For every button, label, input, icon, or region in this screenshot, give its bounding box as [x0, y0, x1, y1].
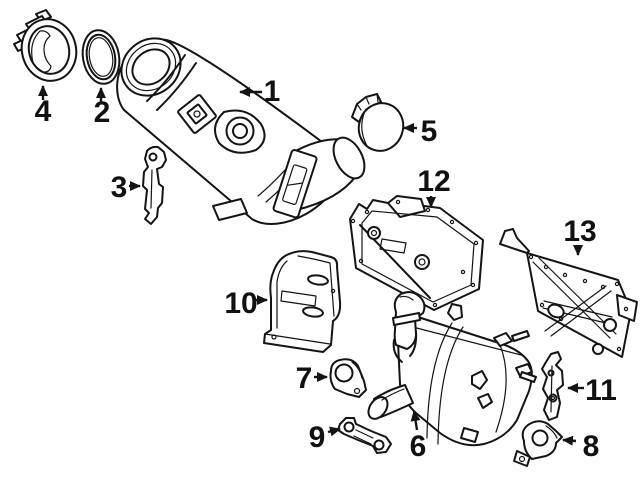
part-9-bracket-drawing — [337, 417, 392, 454]
part-3-bracket-drawing — [142, 145, 167, 225]
callout-3: 3 — [111, 171, 141, 204]
callout-4: 4 — [35, 85, 52, 128]
part-7-hanger-drawing — [329, 358, 367, 398]
part-2-gasket-drawing — [81, 29, 121, 85]
callout-9: 9 — [309, 421, 341, 454]
callout-5-number: 5 — [421, 115, 438, 148]
callout-8-number: 8 — [583, 430, 600, 463]
part-6-muffler-drawing — [367, 291, 537, 447]
callout-12: 12 — [417, 165, 451, 208]
callout-1-number: 1 — [264, 75, 281, 108]
callout-2-number: 2 — [94, 96, 111, 129]
callout-1: 1 — [239, 75, 281, 108]
callout-7-number: 7 — [296, 362, 313, 395]
part-13-heat-shield-drawing — [499, 228, 638, 358]
part-11-bracket-drawing — [541, 351, 564, 421]
part-1-catalytic-converter-drawing — [116, 37, 366, 226]
callout-13: 13 — [563, 215, 597, 256]
callout-11-number: 11 — [585, 374, 617, 407]
callout-8: 8 — [562, 430, 600, 463]
callout-6: 6 — [410, 410, 427, 463]
part-10-heat-shield-drawing — [263, 250, 342, 353]
callout-10: 10 — [224, 287, 268, 320]
callout-13-number: 13 — [563, 215, 596, 248]
callout-6-number: 6 — [410, 430, 427, 463]
part-4-clamp-drawing — [13, 9, 78, 82]
part-8-hanger-drawing — [513, 420, 563, 467]
callout-12-number: 12 — [417, 165, 450, 198]
part-5-cap-drawing — [351, 93, 405, 152]
callout-10-number: 10 — [224, 287, 257, 320]
callout-11: 11 — [567, 374, 617, 407]
callout-5: 5 — [403, 115, 438, 148]
part-12-heat-shield-drawing — [349, 195, 484, 311]
callout-9-number: 9 — [309, 421, 326, 454]
callout-3-number: 3 — [111, 171, 128, 204]
callout-7: 7 — [296, 362, 328, 395]
callout-4-number: 4 — [35, 95, 52, 128]
callout-2: 2 — [94, 87, 111, 129]
